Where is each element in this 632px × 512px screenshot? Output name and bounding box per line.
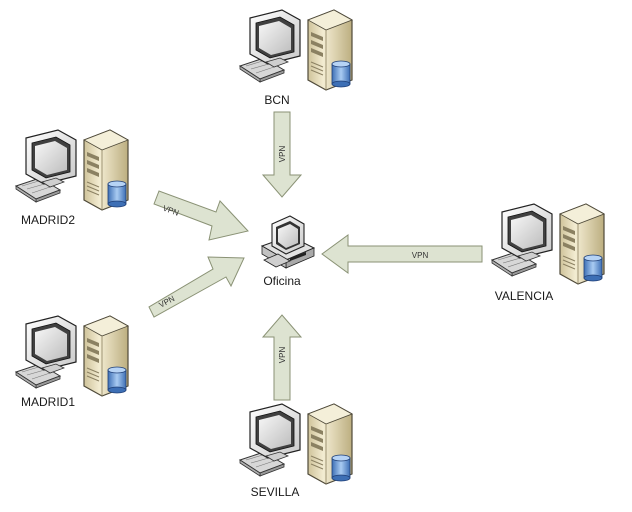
link-sevilla: VPN (261, 314, 303, 401)
link-valencia-label: VPN (412, 251, 429, 260)
arrow-bcn (261, 111, 303, 198)
node-bcn: BCN (239, 9, 353, 107)
node-madrid1-label: MADRID1 (21, 395, 75, 409)
workstation-and-server-icon (15, 315, 129, 397)
workstation-and-server-icon (15, 129, 129, 211)
node-madrid2: MADRID2 (15, 129, 129, 227)
arrow-madrid1 (148, 256, 245, 318)
node-office: Oficina (261, 215, 315, 288)
link-madrid1: VPN (148, 256, 245, 318)
arrow-madrid2 (153, 190, 249, 241)
link-sevilla-label: VPN (278, 347, 287, 364)
link-bcn: VPN (261, 111, 303, 198)
workstation-and-server-icon (239, 403, 353, 485)
node-valencia: VALENCIA (491, 203, 605, 303)
link-madrid2: VPN (153, 190, 249, 241)
link-bcn-label: VPN (278, 146, 287, 163)
node-valencia-label: VALENCIA (495, 289, 553, 303)
workstation-and-server-icon (239, 9, 353, 91)
workstation-and-server-icon (491, 203, 605, 285)
link-valencia: VPN (321, 234, 483, 274)
node-sevilla: SEVILLA (239, 403, 353, 499)
node-sevilla-label: SEVILLA (251, 485, 300, 499)
arrow-valencia (321, 234, 483, 274)
node-office-label: Oficina (263, 274, 301, 288)
office-workstation-icon (261, 215, 315, 269)
arrow-sevilla (261, 314, 303, 401)
node-madrid1: MADRID1 (15, 315, 129, 409)
node-bcn-label: BCN (264, 93, 289, 107)
node-madrid2-label: MADRID2 (21, 213, 75, 227)
